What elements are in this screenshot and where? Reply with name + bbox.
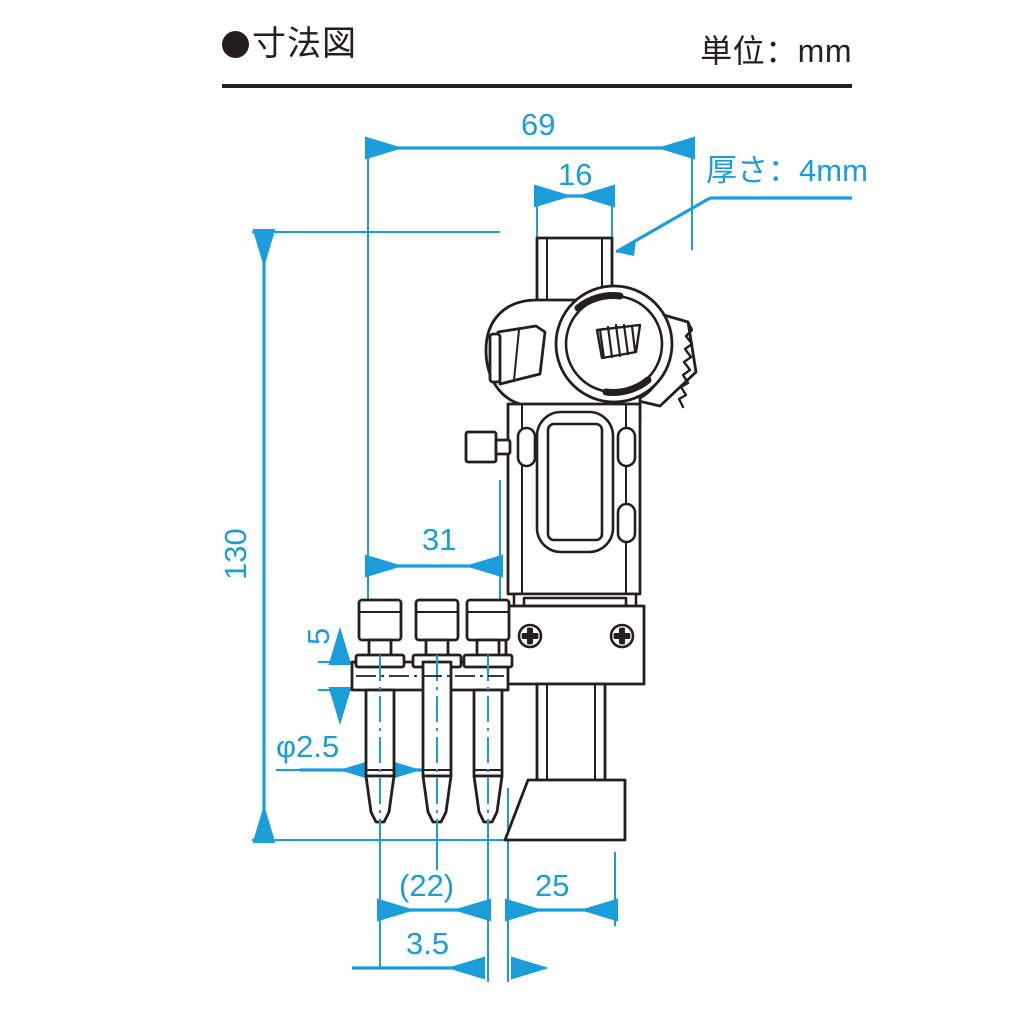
- phillips-screw-left: [517, 623, 543, 649]
- dimension-label-thickness: 厚さ：4mm: [706, 153, 868, 188]
- unit-label: 単位：mm: [700, 33, 852, 69]
- dimension-label-probe-diameter: φ2.5: [276, 729, 340, 764]
- probe-pin: [462, 598, 514, 824]
- header: 寸法図 単位：mm: [222, 18, 852, 90]
- dimension-label-overall-height: 130: [218, 528, 253, 580]
- thimble-dial: [554, 284, 674, 404]
- lcd-display-panel: [546, 422, 604, 542]
- dimension-label-collar-height: 5: [301, 627, 336, 645]
- support-column: [535, 682, 607, 782]
- probe-knob: [465, 598, 511, 642]
- header-divider: [222, 84, 852, 88]
- instrument-outline: [350, 236, 698, 842]
- page-title-label: 寸法図: [252, 25, 357, 63]
- clamp-lever: [488, 324, 547, 386]
- probe-knob: [414, 598, 460, 642]
- dimension-label-base-width: 25: [535, 868, 570, 903]
- probe-centerlines: [379, 655, 489, 836]
- dimension-label-spindle-width: 16: [558, 157, 593, 192]
- set-knob: [464, 430, 512, 464]
- leader-thickness: [615, 196, 852, 256]
- mounting-block: [504, 604, 646, 686]
- page-title: 寸法図: [222, 18, 357, 70]
- filled-circle-bullet-icon: [222, 30, 249, 58]
- dimension-label-overall-width: 69: [521, 107, 556, 142]
- dimension-label-probe-offset: 31: [422, 522, 457, 557]
- dimension-lines: [252, 136, 852, 980]
- phillips-screw-right: [609, 623, 635, 649]
- side-buttons: [516, 426, 637, 544]
- lower-rail: [512, 592, 638, 608]
- brand-logo-icon: [595, 323, 642, 360]
- probe-knob: [357, 598, 403, 642]
- dimension-label-probe-span: (22): [399, 868, 455, 903]
- base-anvil: [503, 778, 627, 842]
- dimension-label-probe-edge-offset: 3.5: [406, 926, 450, 961]
